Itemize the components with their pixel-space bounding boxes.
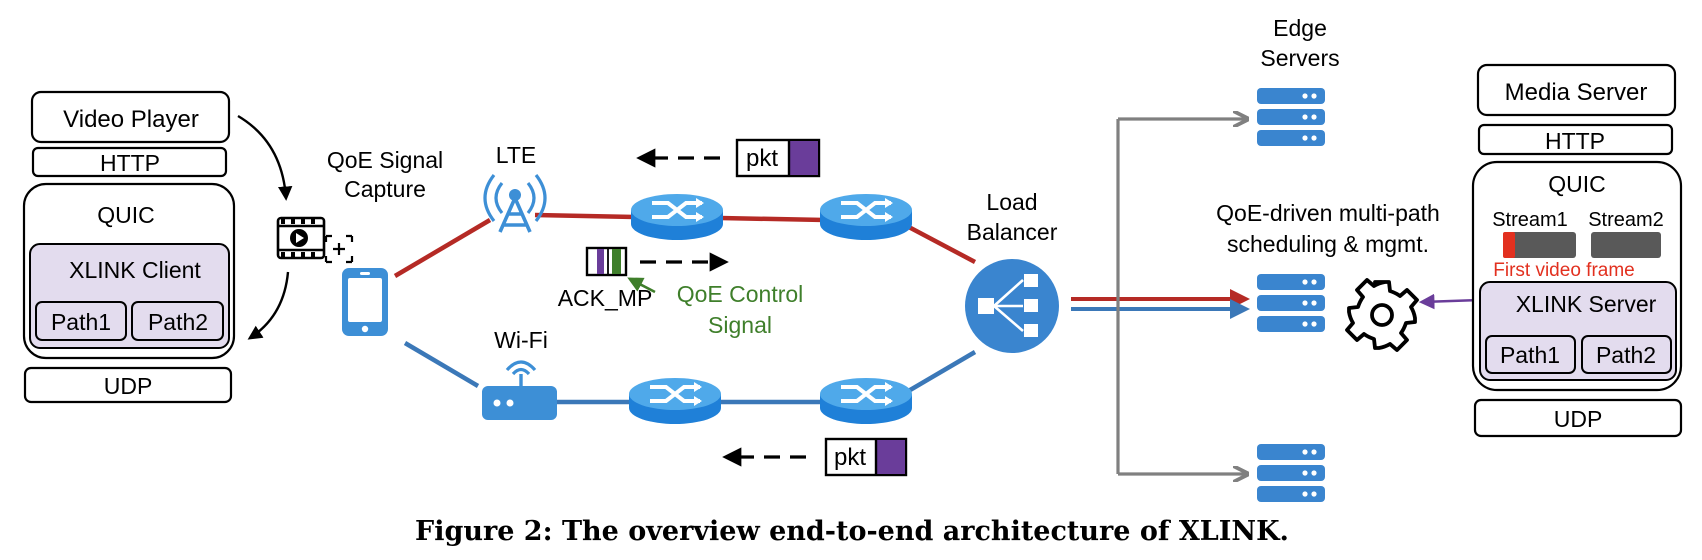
pkt-top-label: pkt	[746, 145, 778, 172]
router-icon-lte-1	[629, 192, 725, 242]
lte-tower-icon: LTE	[483, 142, 547, 233]
lte-path	[393, 212, 977, 278]
edge-servers-label-line2: Servers	[1260, 45, 1339, 71]
edge-server-icon-middle	[1257, 274, 1325, 332]
load-balancer-label-line1: Load	[986, 189, 1037, 215]
capture-arrow-out	[247, 271, 290, 340]
qoe-capture-label-line1: QoE Signal	[327, 147, 443, 173]
edge-distribution-arrows	[1116, 119, 1246, 474]
qoe-capture-label-line2: Capture	[344, 176, 426, 202]
pkt-top-box: pkt	[735, 138, 821, 178]
edge-server-icon-bottom	[1257, 444, 1325, 502]
phone-icon	[342, 268, 388, 336]
xlink-server-label: XLINK Server	[1516, 291, 1657, 317]
load-balancer-label-line2: Balancer	[967, 219, 1058, 245]
client-quic-label: QUIC	[97, 202, 155, 228]
edge-servers-label-line1: Edge	[1273, 15, 1327, 41]
server-path2-label: Path2	[1596, 342, 1656, 368]
capture-arrow-in	[237, 114, 293, 201]
wifi-path	[403, 341, 977, 405]
client-stack: Video Player HTTP QUIC XLINK Client Path…	[22, 90, 236, 404]
client-path1-box	[35, 301, 127, 341]
server-path1-box	[1485, 335, 1576, 374]
server-quic-label: QUIC	[1548, 171, 1606, 197]
server-http-box	[1477, 123, 1674, 156]
client-udp-label: UDP	[104, 373, 153, 399]
first-video-frame-label: First video frame	[1493, 260, 1634, 281]
stream2-label: Stream2	[1588, 209, 1664, 231]
server-http-label: HTTP	[1545, 128, 1605, 154]
client-path1-label: Path1	[51, 309, 111, 335]
pkt-bottom-box: pkt	[824, 437, 908, 477]
client-http-box	[31, 146, 228, 178]
server-path1-label: Path1	[1500, 342, 1560, 368]
media-server-label: Media Server	[1505, 79, 1648, 106]
wifi-label: Wi-Fi	[494, 327, 548, 353]
stream2-bar	[1591, 232, 1661, 258]
router-icon-lte-2	[818, 192, 914, 242]
pkt-bottom-label: pkt	[834, 444, 866, 471]
client-path2-label: Path2	[148, 309, 208, 335]
edge-server-icon-top	[1257, 88, 1325, 146]
wifi-router-icon: Wi-Fi	[482, 327, 557, 420]
client-http-label: HTTP	[100, 150, 160, 176]
router-icon-wifi-1	[627, 376, 723, 426]
qoe-control-label-line1: QoE Control	[677, 281, 804, 307]
server-path2-box	[1581, 335, 1672, 374]
scheduling-label-line2: scheduling & mgmt.	[1227, 231, 1429, 257]
server-feedback-arrow	[1418, 293, 1481, 310]
xlink-client-label: XLINK Client	[69, 257, 201, 283]
stream1-bar	[1503, 232, 1576, 258]
figure-caption: Figure 2: The overview end-to-end archit…	[415, 516, 1289, 547]
ack-mp-label: ACK_MP	[558, 285, 653, 311]
server-stack: Media Server HTTP QUIC Stream1 Stream2 F…	[1471, 63, 1683, 438]
router-icon-wifi-2	[818, 376, 914, 426]
lte-label: LTE	[496, 142, 536, 168]
ack-mp-packet-icon	[585, 246, 628, 277]
server-udp-label: UDP	[1554, 406, 1603, 432]
video-player-label: Video Player	[63, 106, 199, 133]
media-server-box	[1476, 63, 1677, 117]
load-balancer-icon	[965, 259, 1059, 353]
stream1-first-frame-segment	[1503, 232, 1515, 258]
video-player-box	[30, 90, 231, 144]
client-path2-box	[131, 301, 224, 341]
video-capture-icon	[276, 216, 354, 264]
qoe-control-pointer	[627, 277, 656, 294]
scheduling-label-line1: QoE-driven multi-path	[1216, 200, 1440, 226]
server-udp-box	[1473, 398, 1683, 438]
gear-icon	[1345, 278, 1419, 352]
stream1-label: Stream1	[1492, 209, 1568, 231]
qoe-control-label-line2: Signal	[708, 312, 772, 338]
client-udp-box	[23, 366, 233, 404]
